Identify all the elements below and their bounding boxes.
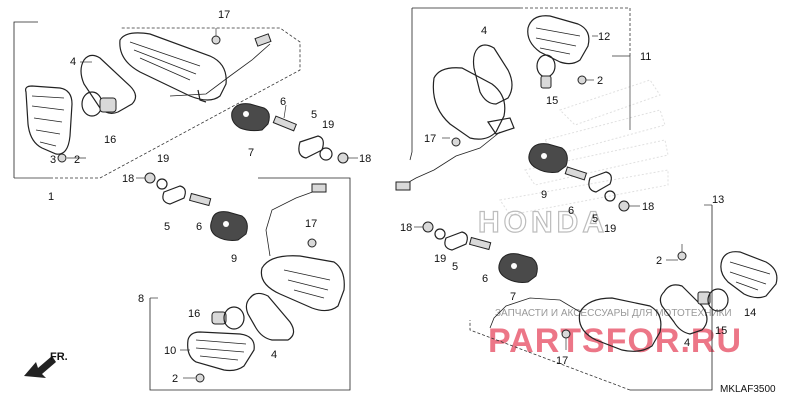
nut-part [144, 172, 156, 184]
callout-18: 18 [400, 222, 412, 234]
assembly-8-bracket [149, 177, 351, 391]
callout-2: 2 [74, 154, 80, 166]
callout-6: 6 [482, 273, 488, 285]
callout-4: 4 [481, 25, 487, 37]
assembly-13-bracket [630, 204, 713, 391]
gasket-part [245, 292, 295, 341]
assembly-11-bracket [409, 7, 631, 161]
winker-housing-part [260, 183, 345, 312]
callout-19: 19 [322, 119, 334, 131]
bulb-part [536, 54, 556, 89]
callout-19: 19 [604, 223, 616, 235]
callout-7: 7 [248, 147, 254, 159]
screw-part [677, 251, 687, 261]
callout-17: 17 [424, 133, 436, 145]
watermark-site: PARTSFOR.RU [488, 322, 742, 360]
socket-part [528, 143, 568, 173]
socket-part [210, 211, 248, 241]
callout-19: 19 [434, 253, 446, 265]
nut-part [337, 152, 349, 164]
callout-15: 15 [715, 325, 727, 337]
callout-9: 9 [231, 253, 237, 265]
assembly-1-bracket [13, 21, 50, 179]
callout-15: 15 [546, 95, 558, 107]
bulb-part [81, 91, 117, 117]
callout-12: 12 [598, 31, 610, 43]
callout-14: 14 [744, 307, 756, 319]
lens-part [527, 15, 590, 65]
callout-13: 13 [712, 194, 724, 206]
winker-housing-part [395, 67, 515, 191]
callout-8: 8 [138, 293, 144, 305]
callout-5: 5 [452, 261, 458, 273]
clamp-part [588, 171, 612, 193]
callout-19: 19 [157, 153, 169, 165]
clamp-part [444, 231, 468, 251]
callout-5: 5 [592, 213, 598, 225]
direction-label: FR. [50, 351, 68, 363]
callout-5: 5 [164, 221, 170, 233]
socket-part [498, 253, 538, 283]
callout-6: 6 [196, 221, 202, 233]
callout-2: 2 [597, 75, 603, 87]
callout-16: 16 [188, 308, 200, 320]
gasket-part [659, 284, 708, 335]
callout-11: 11 [640, 51, 651, 63]
bulb-part [211, 306, 245, 330]
nut-part [422, 221, 434, 233]
callout-18: 18 [642, 201, 654, 213]
callout-5: 5 [311, 109, 317, 121]
front-direction-arrow: FR. [24, 351, 68, 378]
callout-17: 17 [305, 218, 317, 230]
callout-17: 17 [556, 355, 568, 367]
callout-18: 18 [359, 153, 371, 165]
assembly-13-box [469, 320, 631, 391]
gasket-part [80, 54, 137, 114]
bolt-part [188, 192, 212, 207]
callout-2: 2 [172, 373, 178, 385]
screw-part [195, 373, 205, 383]
callout-10: 10 [164, 345, 176, 357]
screw-part [57, 28, 221, 163]
washer-part [434, 228, 446, 240]
watermark-tagline: ЗАПЧАСТИ И АКСЕССУАРЫ ДЛЯ МОТОТЕХНИКИ [495, 308, 732, 319]
socket-part [231, 103, 270, 132]
screw-part [577, 75, 587, 85]
lens-part [720, 251, 778, 299]
callout-2: 2 [656, 255, 662, 267]
bulb-part [697, 288, 729, 312]
gasket-part [472, 44, 513, 105]
honda-wing-watermark [499, 79, 669, 216]
callout-6: 6 [280, 96, 286, 108]
callout-4: 4 [684, 337, 690, 349]
callout-4: 4 [70, 56, 76, 68]
callout-16: 16 [104, 134, 116, 146]
callout-3: 3 [50, 154, 56, 166]
callout-7: 7 [510, 291, 516, 303]
winker-housing-part [489, 297, 662, 352]
bolt-part [272, 104, 297, 132]
callout-6: 6 [568, 205, 574, 217]
callout-9: 9 [541, 189, 547, 201]
callout-4: 4 [271, 349, 277, 361]
diagram-code: MKLAF3500 [720, 384, 776, 395]
lens-part [25, 85, 73, 155]
callout-18: 18 [122, 173, 134, 185]
lens-part [187, 331, 255, 372]
assembly-1-box [50, 27, 301, 179]
callout-1: 1 [48, 191, 54, 203]
washer-part [604, 190, 616, 202]
winker-housing-part [119, 32, 272, 103]
nut-part [618, 200, 630, 212]
washer-part [156, 178, 168, 190]
watermark-brand: HONDA [478, 206, 608, 239]
assembly-11-box [520, 7, 631, 56]
bolt-part [468, 236, 492, 251]
washer-part [319, 147, 333, 161]
bolt-part [564, 166, 588, 181]
clamp-part [162, 185, 186, 205]
callout-17: 17 [218, 9, 230, 21]
